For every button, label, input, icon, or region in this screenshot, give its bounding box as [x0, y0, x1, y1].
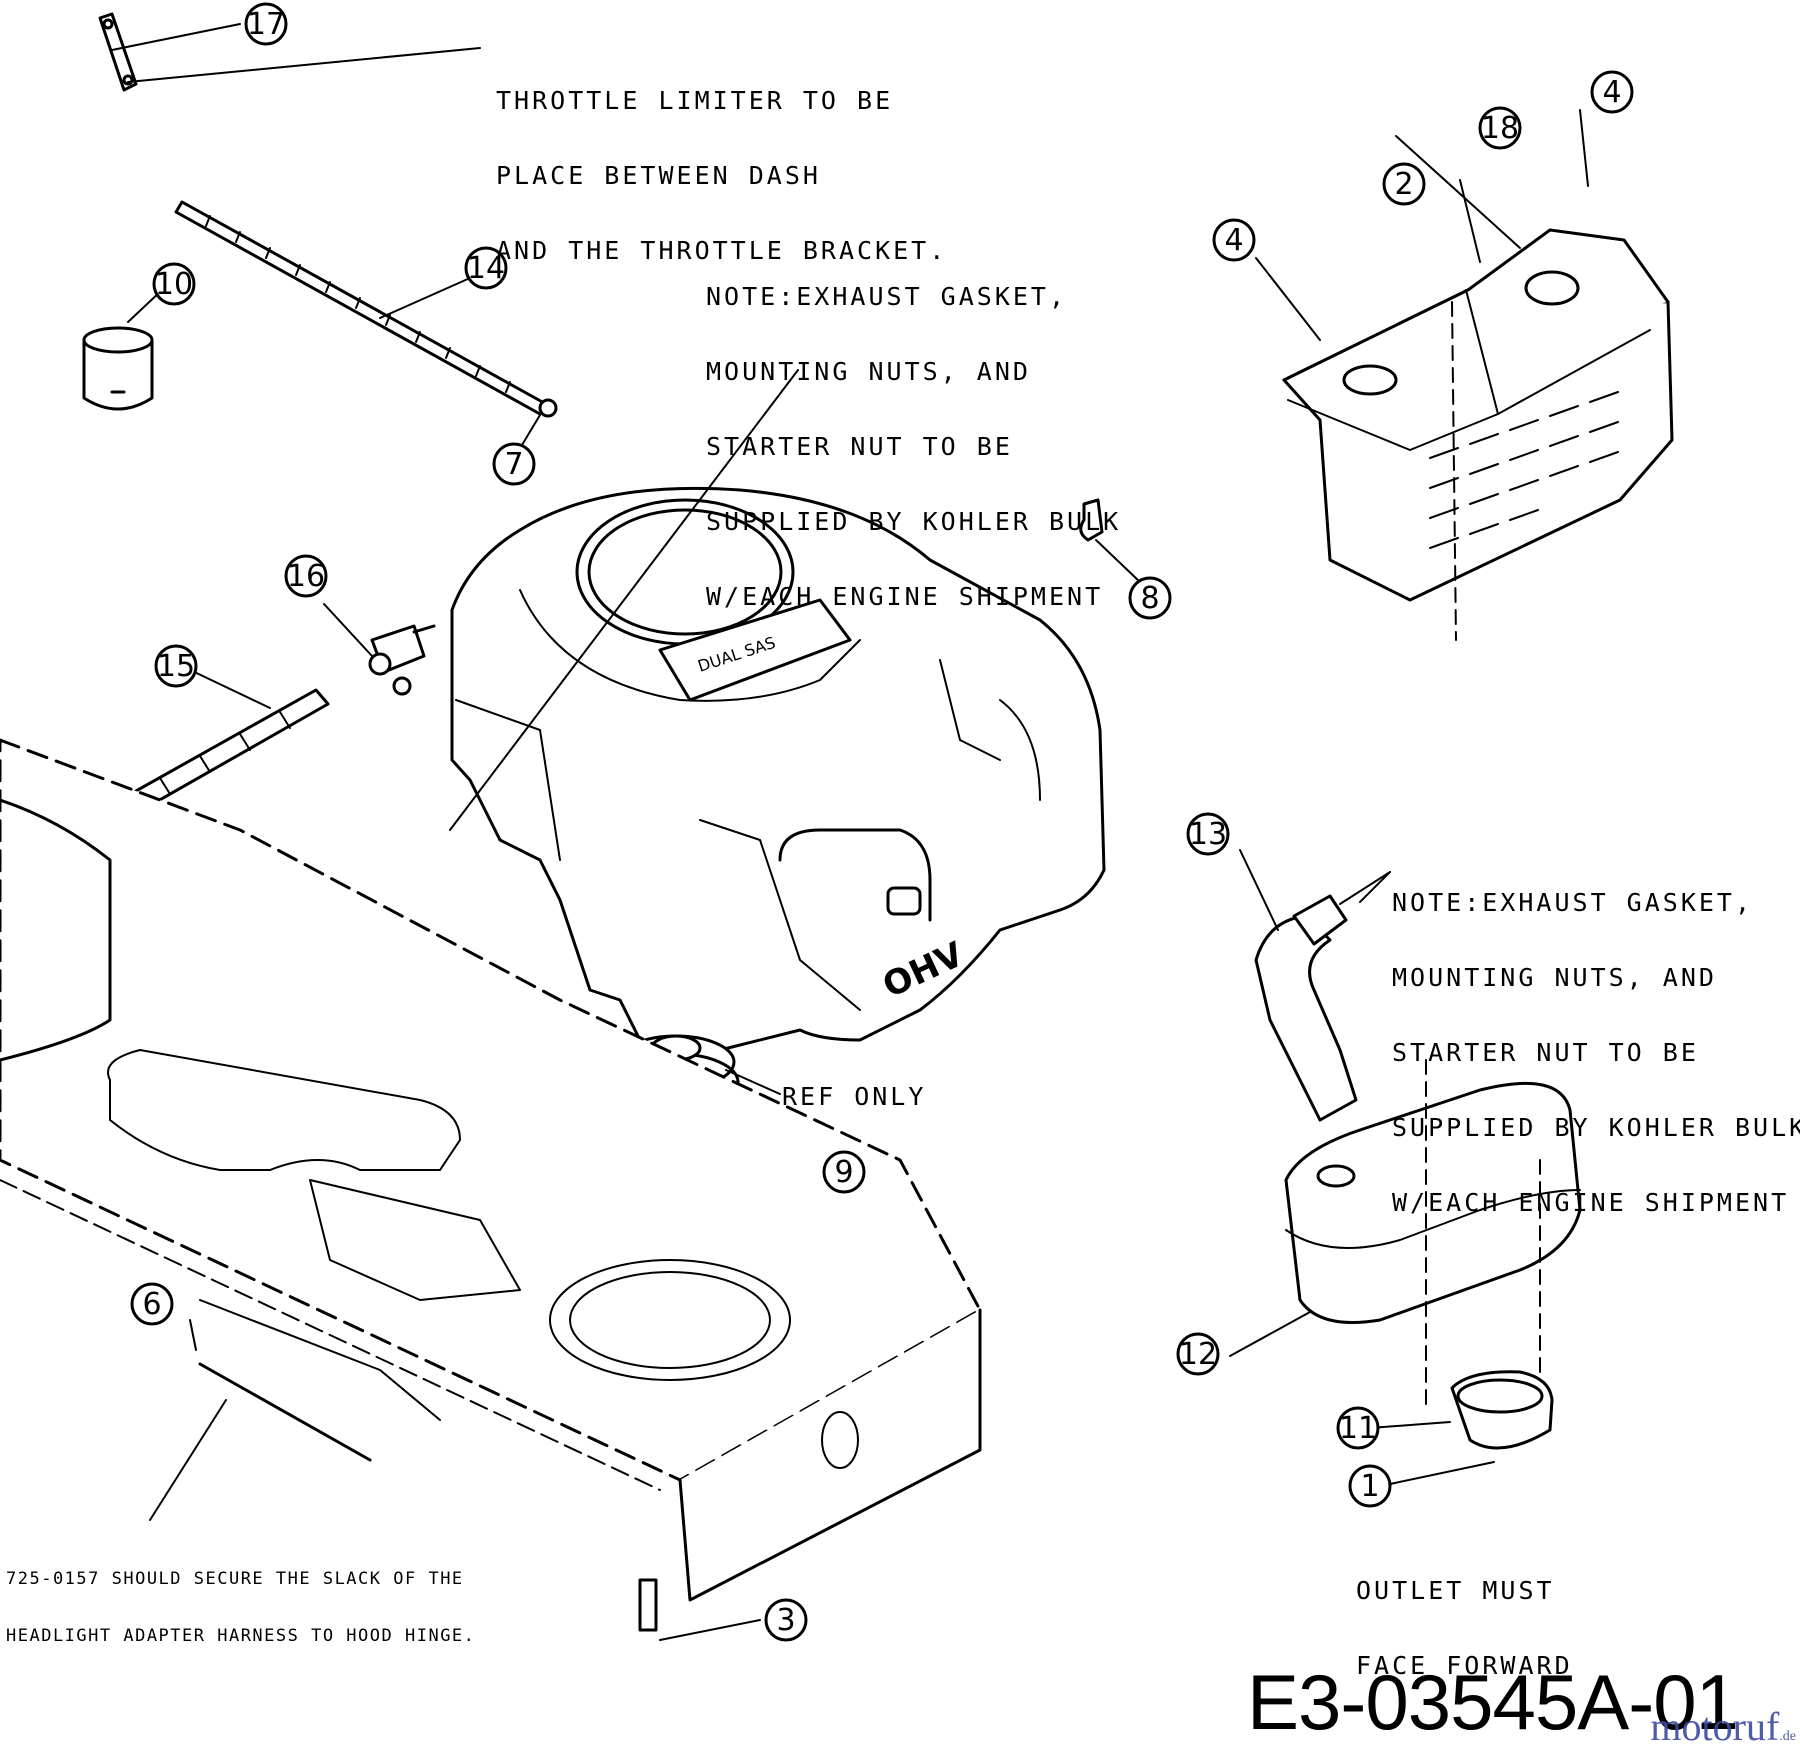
svg-text:8: 8: [1140, 581, 1159, 616]
note-line: NOTE:EXHAUST GASKET,: [706, 282, 1068, 311]
exhaust-note-right: NOTE:EXHAUST GASKET, MOUNTING NUTS, AND …: [1392, 840, 1800, 1240]
svg-text:15: 15: [157, 649, 195, 684]
svg-text:10: 10: [155, 267, 193, 302]
outlet-deflector-part: [1369, 1370, 1554, 1485]
filter-part: [82, 289, 163, 411]
note-line: HEADLIGHT ADAPTER HARNESS TO HOOD HINGE.: [6, 1626, 476, 1646]
svg-text:13: 13: [1189, 817, 1227, 852]
note-line: STARTER NUT TO BE: [1392, 1038, 1699, 1067]
outlet-note: OUTLET MUST FACE FORWARD: [1356, 1528, 1573, 1703]
svg-text:1: 1: [1360, 1469, 1379, 1504]
throttle-limiter-part: [98, 12, 481, 92]
watermark-logo: motoruf.de: [1650, 1703, 1796, 1750]
note-line: SUPPLIED BY KOHLER BULK: [1392, 1113, 1800, 1142]
svg-text:3: 3: [776, 1603, 795, 1638]
watermark-suffix: .de: [1779, 1729, 1796, 1744]
drawing-code: E3-03545A-01: [1246, 1658, 1739, 1746]
note-line: FACE FORWARD: [1356, 1651, 1573, 1680]
svg-text:11: 11: [1339, 1411, 1377, 1446]
harness-note: 725-0157 SHOULD SECURE THE SLACK OF THE …: [6, 1532, 475, 1665]
svg-text:4: 4: [1602, 75, 1621, 110]
callout-11: 11: [1336, 1406, 1380, 1450]
watermark-brand: motoruf: [1650, 1704, 1780, 1749]
svg-text:6: 6: [142, 1287, 161, 1322]
svg-text:18: 18: [1481, 111, 1519, 146]
callout-7: 7: [492, 442, 536, 486]
exhaust-note-top: NOTE:EXHAUST GASKET, MOUNTING NUTS, AND …: [706, 234, 1121, 634]
note-line: 725-0157 SHOULD SECURE THE SLACK OF THE: [6, 1569, 464, 1589]
muffler-part: [1229, 849, 1582, 1421]
svg-text:4: 4: [1224, 223, 1243, 258]
callout-17: 17: [244, 2, 288, 46]
callout-12: 12: [1176, 1332, 1220, 1376]
note-line: SUPPLIED BY KOHLER BULK: [706, 507, 1122, 536]
frame-part: [0, 738, 982, 1641]
callout-6: 6: [130, 1282, 174, 1326]
note-line: MOUNTING NUTS, AND: [706, 357, 1031, 386]
callout-15: 15: [154, 644, 198, 688]
callout-1: 1: [1348, 1464, 1392, 1508]
note-line: PLACE BETWEEN DASH: [496, 161, 821, 190]
note-line: W/EACH ENGINE SHIPMENT: [706, 582, 1104, 611]
callout-16: 16: [284, 554, 328, 598]
svg-text:16: 16: [287, 559, 325, 594]
callout-4-left: 4: [1212, 218, 1256, 262]
callout-14: 14: [464, 246, 508, 290]
callout-3: 3: [764, 1598, 808, 1642]
ref-only-label: REF ONLY: [782, 1082, 927, 1111]
callout-10: 10: [152, 262, 196, 306]
svg-text:14: 14: [467, 251, 505, 286]
callout-18: 18: [1478, 106, 1522, 150]
callout-8: 8: [1128, 576, 1172, 620]
callout-2: 2: [1382, 162, 1426, 206]
note-line: OUTLET MUST: [1356, 1576, 1555, 1605]
solenoid-part: [323, 603, 436, 696]
note-line: THROTTLE LIMITER TO BE: [496, 86, 894, 115]
note-line: NOTE:EXHAUST GASKET,: [1392, 888, 1754, 917]
note-line: AND THE THROTTLE BRACKET.: [496, 236, 948, 265]
callout-9: 9: [822, 1150, 866, 1194]
rod-part: [174, 200, 558, 446]
callout-13: 13: [1186, 812, 1230, 856]
engine-assembly: DUAL SAS OHV: [449, 369, 1106, 1112]
heat-shield-part: [1255, 109, 1674, 641]
svg-text:9: 9: [834, 1155, 853, 1190]
note-line: STARTER NUT TO BE: [706, 432, 1013, 461]
note-line: MOUNTING NUTS, AND: [1392, 963, 1717, 992]
clip-part: [1079, 498, 1141, 583]
throttle-note: THROTTLE LIMITER TO BE PLACE BETWEEN DAS…: [496, 38, 947, 288]
svg-text:17: 17: [247, 7, 285, 42]
callout-4-right: 4: [1590, 70, 1634, 114]
svg-text:12: 12: [1179, 1337, 1217, 1372]
svg-text:2: 2: [1394, 167, 1413, 202]
svg-text:7: 7: [504, 447, 523, 482]
callouts: 17 10 14 7 16 15 2 4 4 18 8 13 9 6 12 11…: [130, 2, 1634, 1642]
note-line: W/EACH ENGINE SHIPMENT: [1392, 1188, 1790, 1217]
